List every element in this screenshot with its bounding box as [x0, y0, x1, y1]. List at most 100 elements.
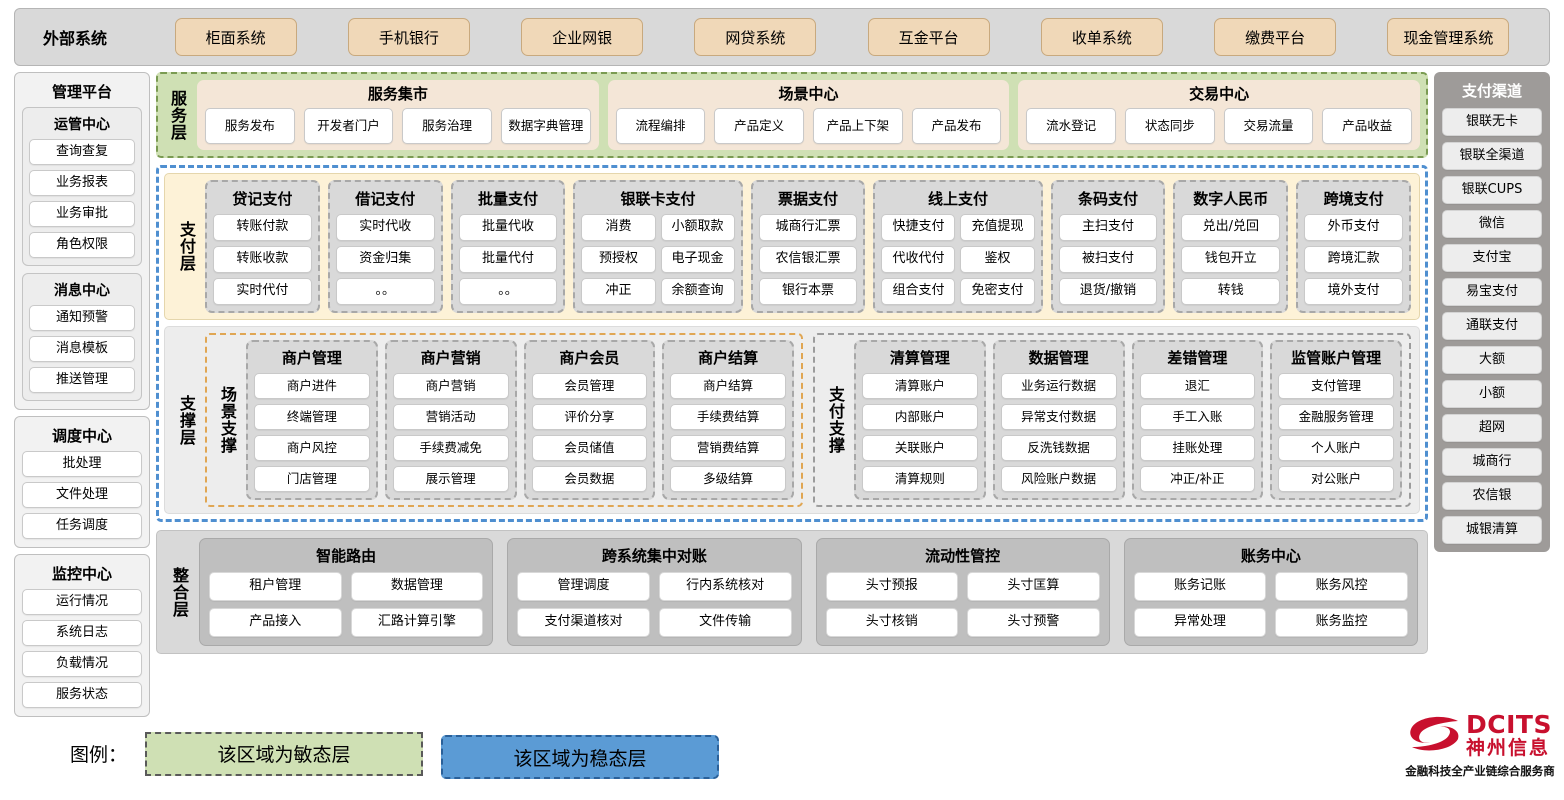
payment-item[interactable]: 银行本票 [758, 278, 858, 305]
integration-item[interactable]: 产品接入 [209, 608, 342, 637]
payment-channel-item[interactable]: 支付宝 [1442, 244, 1542, 272]
management-item[interactable]: 批处理 [22, 451, 142, 477]
payment-channel-item[interactable]: 通联支付 [1442, 312, 1542, 340]
support-item[interactable]: 手工入账 [1139, 404, 1256, 430]
service-item[interactable]: 产品收益 [1322, 108, 1413, 144]
payment-item[interactable]: 实时代付 [213, 278, 312, 305]
integration-item[interactable]: 文件传输 [658, 608, 792, 637]
management-item[interactable]: 通知预警 [29, 305, 135, 331]
payment-channel-item[interactable]: 超网 [1442, 414, 1542, 442]
support-item[interactable]: 展示管理 [392, 466, 509, 492]
service-item[interactable]: 流水登记 [1026, 108, 1117, 144]
payment-item[interactable]: 资金归集 [335, 246, 435, 273]
external-system-chip[interactable]: 网贷系统 [694, 18, 817, 56]
integration-item[interactable]: 账务监控 [1275, 608, 1408, 637]
service-item[interactable]: 数据字典管理 [501, 108, 591, 144]
payment-item[interactable]: 转账付款 [213, 214, 312, 241]
payment-item[interactable]: 冲正 [581, 278, 656, 305]
payment-item[interactable]: 农信银汇票 [758, 246, 858, 273]
integration-item[interactable]: 汇路计算引擎 [350, 608, 484, 637]
support-item[interactable]: 门店管理 [254, 466, 370, 492]
support-item[interactable]: 清算规则 [862, 466, 978, 492]
payment-channel-item[interactable]: 银联无卡 [1442, 108, 1542, 136]
service-item[interactable]: 产品发布 [911, 108, 1002, 144]
payment-item[interactable]: 外币支付 [1304, 214, 1403, 241]
support-item[interactable]: 商户风控 [254, 435, 370, 461]
integration-item[interactable]: 头寸核销 [825, 608, 959, 637]
service-item[interactable]: 产品上下架 [813, 108, 903, 144]
payment-channel-item[interactable]: 大额 [1442, 346, 1542, 374]
service-item[interactable]: 服务发布 [205, 108, 295, 144]
support-item[interactable]: 会员管理 [531, 373, 648, 399]
integration-item[interactable]: 行内系统核对 [658, 572, 792, 601]
payment-item[interactable]: 钱包开立 [1181, 246, 1281, 273]
support-item[interactable]: 手续费减免 [392, 435, 509, 461]
management-item[interactable]: 负载情况 [22, 651, 142, 677]
payment-item[interactable]: 境外支付 [1304, 278, 1403, 305]
payment-item[interactable]: 代收代付 [881, 246, 956, 273]
payment-item[interactable]: 城商行汇票 [758, 214, 858, 241]
payment-item[interactable]: 。。 [335, 278, 435, 305]
integration-item[interactable]: 头寸预警 [967, 608, 1100, 637]
support-item[interactable]: 商户进件 [254, 373, 370, 399]
service-item[interactable]: 流程编排 [615, 108, 706, 144]
payment-item[interactable]: 。。 [458, 278, 558, 305]
management-item[interactable]: 推送管理 [29, 367, 135, 393]
payment-item[interactable]: 批量代付 [458, 246, 558, 273]
payment-item[interactable]: 组合支付 [881, 278, 956, 305]
management-item[interactable]: 业务审批 [29, 201, 135, 227]
payment-item[interactable]: 小额取款 [660, 214, 735, 241]
payment-item[interactable]: 被扫支付 [1058, 246, 1158, 273]
management-item[interactable]: 系统日志 [22, 620, 142, 646]
support-item[interactable]: 会员数据 [531, 466, 648, 492]
support-item[interactable]: 清算账户 [862, 373, 978, 399]
support-item[interactable]: 手续费结算 [670, 404, 786, 430]
payment-item[interactable]: 转账收款 [213, 246, 312, 273]
payment-channel-item[interactable]: 小额 [1442, 380, 1542, 408]
external-system-chip[interactable]: 缴费平台 [1214, 18, 1337, 56]
payment-item[interactable]: 兑出/兑回 [1181, 214, 1281, 241]
integration-item[interactable]: 头寸预报 [825, 572, 959, 601]
support-item[interactable]: 商户营销 [392, 373, 509, 399]
external-system-chip[interactable]: 现金管理系统 [1387, 18, 1510, 56]
management-item[interactable]: 运行情况 [22, 589, 142, 615]
integration-item[interactable]: 数据管理 [350, 572, 484, 601]
payment-item[interactable]: 电子现金 [660, 246, 735, 273]
payment-item[interactable]: 实时代收 [335, 214, 435, 241]
management-item[interactable]: 任务调度 [22, 513, 142, 539]
payment-channel-item[interactable]: 银联CUPS [1442, 176, 1542, 204]
payment-item[interactable]: 免密支付 [960, 278, 1035, 305]
support-item[interactable]: 内部账户 [862, 404, 978, 430]
support-item[interactable]: 挂账处理 [1139, 435, 1256, 461]
support-item[interactable]: 对公账户 [1278, 466, 1394, 492]
payment-channel-item[interactable]: 微信 [1442, 210, 1542, 238]
support-item[interactable]: 支付管理 [1278, 373, 1394, 399]
payment-channel-item[interactable]: 银联全渠道 [1442, 142, 1542, 170]
support-item[interactable]: 反洗钱数据 [1000, 435, 1117, 461]
payment-item[interactable]: 退货/撤销 [1058, 278, 1158, 305]
integration-item[interactable]: 账务记账 [1133, 572, 1267, 601]
service-item[interactable]: 状态同步 [1125, 108, 1215, 144]
support-item[interactable]: 商户结算 [670, 373, 786, 399]
integration-item[interactable]: 异常处理 [1133, 608, 1267, 637]
payment-item[interactable]: 跨境汇款 [1304, 246, 1403, 273]
payment-item[interactable]: 快捷支付 [881, 214, 956, 241]
service-item[interactable]: 服务治理 [402, 108, 493, 144]
support-item[interactable]: 评价分享 [531, 404, 648, 430]
support-item[interactable]: 退汇 [1139, 373, 1256, 399]
service-item[interactable]: 交易流量 [1223, 108, 1314, 144]
external-system-chip[interactable]: 柜面系统 [174, 18, 297, 56]
integration-item[interactable]: 租户管理 [209, 572, 342, 601]
support-item[interactable]: 个人账户 [1278, 435, 1394, 461]
support-item[interactable]: 金融服务管理 [1278, 404, 1394, 430]
external-system-chip[interactable]: 互金平台 [867, 18, 990, 56]
management-item[interactable]: 查询查复 [29, 139, 135, 165]
payment-item[interactable]: 消费 [581, 214, 656, 241]
payment-channel-item[interactable]: 易宝支付 [1442, 278, 1542, 306]
support-item[interactable]: 营销活动 [392, 404, 509, 430]
support-item[interactable]: 多级结算 [670, 466, 786, 492]
support-item[interactable]: 营销费结算 [670, 435, 786, 461]
integration-item[interactable]: 管理调度 [517, 572, 650, 601]
management-item[interactable]: 服务状态 [22, 682, 142, 708]
payment-item[interactable]: 充值提现 [960, 214, 1035, 241]
